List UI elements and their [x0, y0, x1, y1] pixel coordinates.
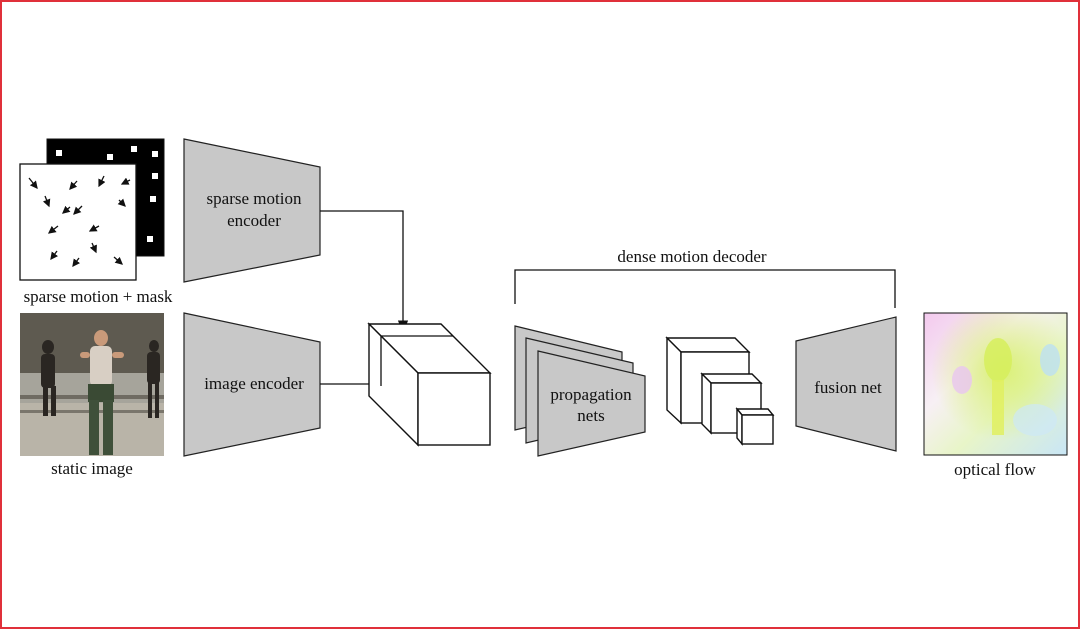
sparse-motion-mask-input [19, 138, 165, 281]
fusion-net [795, 316, 897, 452]
sparse-motion-mask-label: sparse motion + mask [24, 287, 173, 306]
propagation-label-line1: propagation [550, 385, 632, 404]
optical-flow-image [923, 312, 1068, 456]
feature-cube [367, 322, 492, 447]
sparse-motion-image [19, 163, 137, 281]
propagation-nets [514, 325, 646, 457]
static-image-label: static image [51, 459, 133, 478]
multiscale-cube-small [735, 407, 775, 446]
motion-arrows [28, 175, 131, 268]
optical-flow-label: optical flow [954, 460, 1036, 479]
image-encoder-label: image encoder [204, 374, 304, 393]
fusion-net-label: fusion net [814, 378, 882, 397]
static-image [20, 313, 164, 456]
sparse-encoder-label-line1: sparse motion [207, 189, 302, 208]
sparse-feature-arrow [320, 210, 409, 334]
image-encoder [183, 312, 321, 457]
dense-decoder-label: dense motion decoder [617, 247, 767, 266]
sparse-motion-encoder [183, 138, 321, 283]
dense-decoder-bracket [514, 269, 896, 308]
sparse-encoder-label-line2: encoder [227, 211, 281, 230]
propagation-label-line2: nets [577, 406, 604, 425]
multiscale-cube-medium [700, 372, 763, 435]
mask-dots [56, 146, 158, 242]
